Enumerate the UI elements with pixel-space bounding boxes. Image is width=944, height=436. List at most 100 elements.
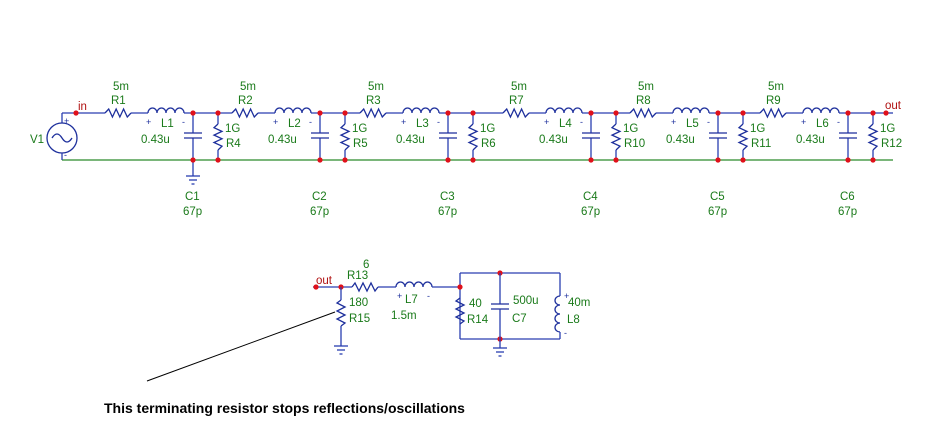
shunt-resistor-value: 1G bbox=[880, 123, 895, 135]
shunt-resistor bbox=[339, 123, 351, 151]
junction-node bbox=[445, 157, 451, 163]
pin-plus: + bbox=[671, 117, 676, 127]
r13-ref: R13 bbox=[347, 270, 368, 282]
pin-plus: + bbox=[801, 117, 806, 127]
pin-minus: - bbox=[707, 117, 710, 127]
junction-node bbox=[845, 157, 851, 163]
junction-node bbox=[588, 157, 594, 163]
junction-node bbox=[613, 157, 619, 163]
series-inductor bbox=[802, 107, 840, 114]
resistor-ref: R8 bbox=[636, 95, 651, 107]
capacitor-ref: C1 bbox=[185, 191, 200, 203]
capacitor-ref: C3 bbox=[440, 191, 455, 203]
junction-node bbox=[845, 110, 851, 116]
l7-ref: L7 bbox=[405, 294, 418, 306]
voltage-source-v1: + - V1 bbox=[30, 113, 78, 160]
v1-ref: V1 bbox=[30, 134, 44, 146]
series-resistor bbox=[759, 107, 787, 119]
load-out-net-label: out bbox=[316, 275, 333, 287]
inductor-value: 0.43u bbox=[666, 134, 695, 146]
junction-node bbox=[445, 110, 451, 116]
series-resistor bbox=[104, 107, 132, 119]
junction-node bbox=[342, 110, 348, 116]
junction-node bbox=[470, 110, 476, 116]
inductor-ref: L5 bbox=[686, 118, 699, 130]
pin-minus: - bbox=[309, 117, 312, 127]
junction-node bbox=[342, 157, 348, 163]
shunt-resistor-ref: R4 bbox=[226, 138, 241, 150]
capacitor-ref: C6 bbox=[840, 191, 855, 203]
ladder-labels: 5mR1L10.43uC167p1GR45mR2L20.43uC267p1GR5… bbox=[111, 81, 902, 218]
resistor-value: 5m bbox=[113, 81, 129, 93]
shunt-resistor-value: 1G bbox=[623, 123, 638, 135]
pin-plus: + bbox=[273, 117, 278, 127]
r14-ref: R14 bbox=[467, 314, 489, 326]
junction-node bbox=[470, 157, 476, 163]
junction-node bbox=[870, 157, 876, 163]
load-network: out 6 R13 + - L7 1.5m 180 R15 40 R14 bbox=[313, 259, 590, 357]
pin-minus: - bbox=[837, 117, 840, 127]
series-inductor bbox=[672, 107, 710, 114]
pin-plus: + bbox=[146, 117, 151, 127]
c7-ref: C7 bbox=[512, 313, 527, 325]
series-resistor bbox=[231, 107, 259, 119]
junction-node bbox=[740, 157, 746, 163]
resistor-ref: R3 bbox=[366, 95, 381, 107]
series-inductor bbox=[402, 107, 440, 114]
junction-node bbox=[715, 157, 721, 163]
inductor-value: 0.43u bbox=[796, 134, 825, 146]
pin-plus: + bbox=[401, 117, 406, 127]
out-net-label: out bbox=[885, 100, 902, 112]
resistor-ref: R7 bbox=[509, 95, 524, 107]
capacitor-value: 67p bbox=[310, 206, 329, 218]
resistor-ref: R1 bbox=[111, 95, 126, 107]
series-resistor bbox=[502, 107, 530, 119]
pin-minus: - bbox=[437, 117, 440, 127]
capacitor-ref: C5 bbox=[710, 191, 725, 203]
junction-node bbox=[215, 157, 221, 163]
junction-node bbox=[870, 110, 876, 116]
shunt-resistor-ref: R10 bbox=[624, 138, 645, 150]
resistor-value: 5m bbox=[368, 81, 384, 93]
svg-text:+: + bbox=[397, 291, 402, 301]
svg-text:+: + bbox=[64, 116, 69, 126]
shunt-resistor-value: 1G bbox=[352, 123, 367, 135]
capacitor-ref: C2 bbox=[312, 191, 327, 203]
junction-node bbox=[190, 110, 196, 116]
in-node bbox=[73, 110, 79, 116]
annotation-pointer bbox=[146, 311, 336, 382]
l8-ref: L8 bbox=[567, 314, 580, 326]
inductor-ref: L4 bbox=[559, 118, 572, 130]
capacitor-value: 67p bbox=[581, 206, 600, 218]
capacitor-value: 67p bbox=[438, 206, 457, 218]
r15-ref: R15 bbox=[349, 313, 370, 325]
shunt-resistor-ref: R12 bbox=[881, 138, 902, 150]
svg-text:-: - bbox=[64, 150, 67, 160]
inductor-value: 0.43u bbox=[396, 134, 425, 146]
r13-value: 6 bbox=[363, 259, 369, 271]
capacitor-ref: C4 bbox=[583, 191, 598, 203]
resistor-ref: R9 bbox=[766, 95, 781, 107]
shunt-resistor-value: 1G bbox=[480, 123, 495, 135]
resistor-value: 5m bbox=[240, 81, 256, 93]
l7-value: 1.5m bbox=[391, 310, 417, 322]
resistor-value: 5m bbox=[511, 81, 527, 93]
series-resistor bbox=[629, 107, 657, 119]
c7-value: 500u bbox=[513, 295, 539, 307]
capacitor-value: 67p bbox=[708, 206, 727, 218]
resistor-ref: R2 bbox=[238, 95, 253, 107]
shunt-resistor-ref: R11 bbox=[751, 138, 771, 150]
pin-plus: + bbox=[544, 117, 549, 127]
junction-node bbox=[588, 110, 594, 116]
inductor-ref: L6 bbox=[816, 118, 829, 130]
inductor-ref: L1 bbox=[161, 118, 174, 130]
l8-value: 40m bbox=[568, 297, 590, 309]
shunt-resistor bbox=[212, 123, 224, 151]
shunt-resistor-value: 1G bbox=[225, 123, 240, 135]
capacitor-value: 67p bbox=[183, 206, 202, 218]
series-inductor bbox=[147, 107, 185, 114]
shunt-resistor bbox=[467, 123, 479, 151]
junction-node bbox=[190, 157, 196, 163]
shunt-resistor-ref: R5 bbox=[353, 138, 368, 150]
